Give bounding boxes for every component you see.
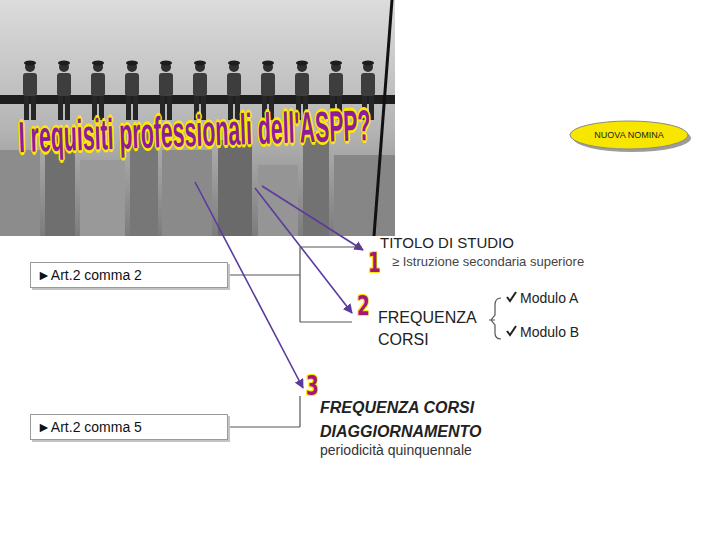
photo: [0, 0, 395, 236]
callout-number: 3: [306, 372, 319, 400]
list-item: Modulo A: [520, 290, 578, 306]
article-box: ►Art.2 comma 5: [30, 414, 228, 440]
node-text: ►Art.2 comma 5: [31, 415, 227, 439]
list-item: Modulo B: [520, 324, 579, 340]
heading-text: FREQUENZA CORSI: [378, 307, 490, 351]
node-text: NUOVA NOMINA: [594, 130, 663, 140]
node-text: ►Art.2 comma 2: [31, 263, 227, 287]
heading-text: FREQUENZA CORSI DIAGGIORNAMENTO: [320, 396, 510, 444]
note-text: ≥ Istruzione secondaria superiore: [392, 254, 584, 269]
diagonal-line: [374, 0, 392, 236]
article-box: ►Art.2 comma 2: [30, 262, 228, 288]
note-text: periodicità quinquennale: [320, 442, 472, 458]
callout-number: 2: [357, 292, 370, 320]
heading-text: TITOLO DI STUDIO: [380, 234, 514, 251]
callout-number: 1: [368, 249, 381, 277]
check-marks: [507, 292, 516, 335]
oval-badge: NUOVA NOMINA: [568, 119, 690, 151]
